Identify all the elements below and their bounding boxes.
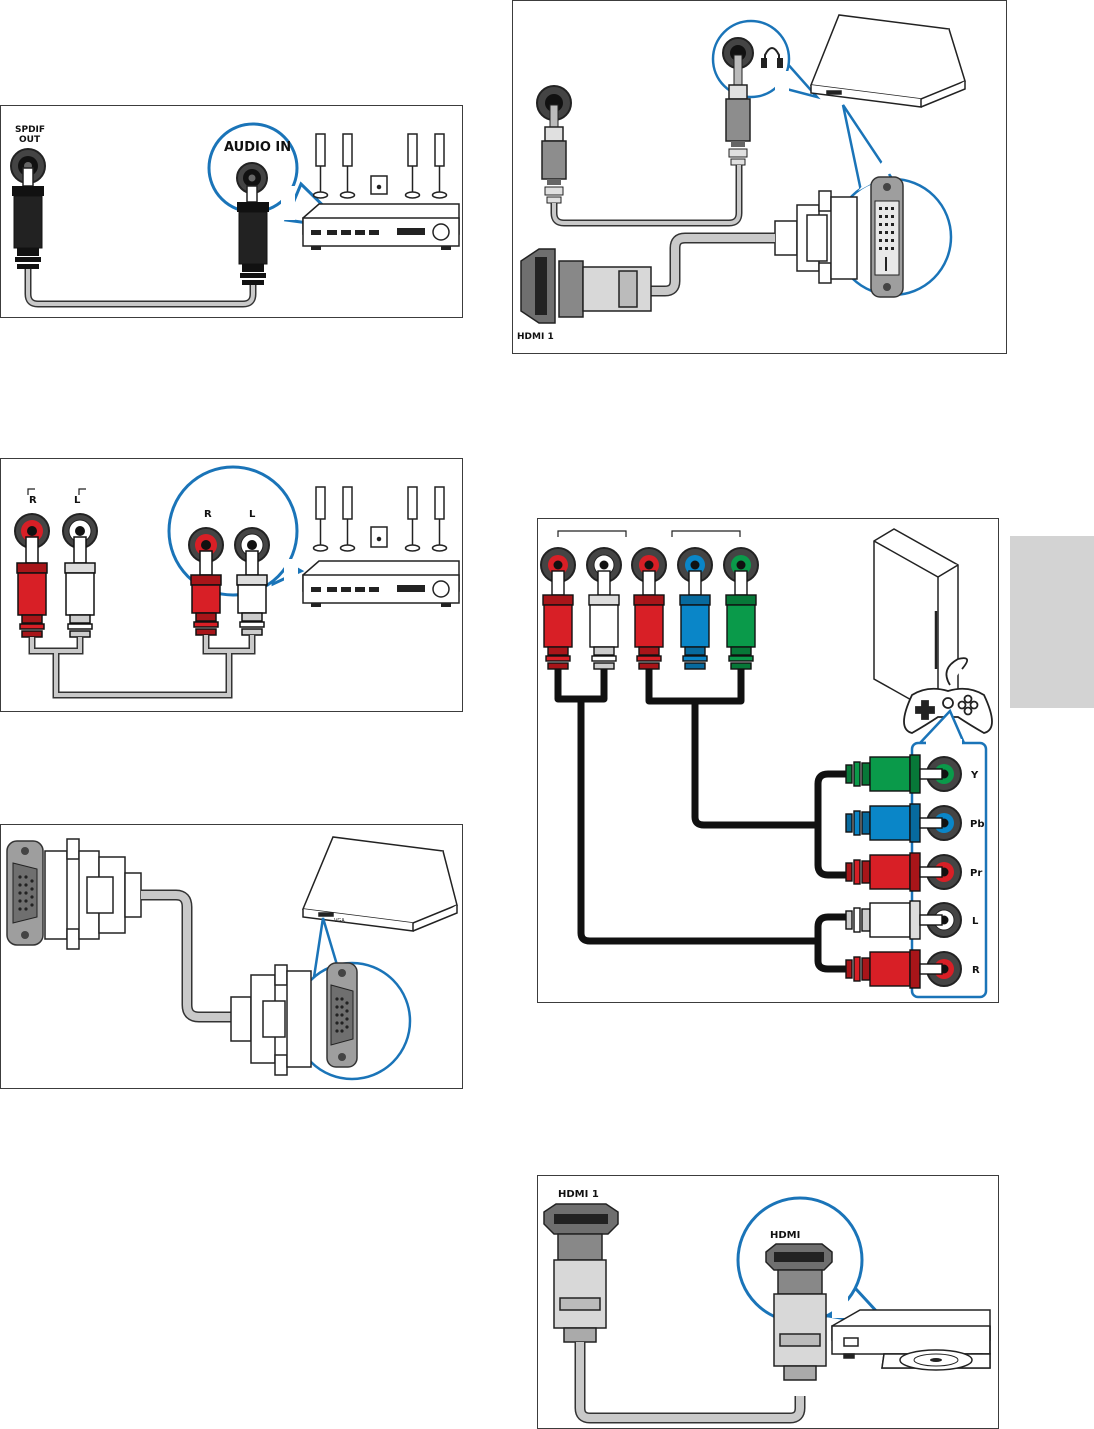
right-r-label: R	[204, 509, 212, 520]
component-cables	[554, 669, 846, 973]
hdmi-device-port	[765, 1243, 833, 1271]
spdif-cable	[24, 269, 257, 308]
headphone-jack	[722, 37, 754, 166]
dvi-plug	[774, 190, 858, 284]
spdif-plug-left	[12, 167, 44, 269]
jack-label-pb: Pb	[970, 819, 985, 830]
dvi-port	[870, 176, 904, 298]
hdmi-1-tv-port	[543, 1203, 619, 1235]
analog-audio-panel: R L R L	[0, 458, 463, 712]
jack-label-pr: Pr	[970, 868, 982, 879]
audio-in-jack-pc	[536, 85, 572, 204]
analog-audio-diagram: R L R L	[14, 465, 460, 699]
left-rca-plugs	[16, 536, 96, 638]
hdmi-plug-device	[773, 1269, 827, 1381]
component-diagram: Y Pb Pr L R	[540, 528, 993, 999]
spdif-audio-panel: SPDIF OUT AUDIO IN	[0, 105, 463, 318]
hdmi-plug-side	[558, 260, 652, 318]
hdmi-1-tv-label: HDMI 1	[558, 1189, 599, 1200]
vga-diagram: VGA	[6, 836, 458, 1081]
headphone-icon	[761, 47, 783, 68]
laptop-vga-port-label: VGA	[334, 918, 345, 924]
left-rca-jacks	[14, 513, 98, 549]
vga-port-left	[6, 840, 44, 946]
analog-in-callout	[167, 465, 305, 597]
vga-port-right	[326, 962, 358, 1068]
console-side-plugs	[845, 754, 943, 989]
vga-panel: VGA	[0, 824, 463, 1089]
left-r-label: R	[29, 495, 37, 506]
game-console	[873, 528, 959, 716]
laptop-vga	[301, 836, 458, 932]
hdmi-panel: HDMI 1 HDMI	[537, 1175, 999, 1429]
right-rca-plugs	[190, 550, 268, 636]
hdmi-diagram: HDMI 1 HDMI	[543, 1189, 991, 1424]
jack-label-r: R	[972, 965, 980, 976]
jack-label-l: L	[972, 916, 979, 927]
hdmi-1-port	[520, 248, 556, 324]
surround-speakers	[312, 133, 448, 199]
spdif-label: SPDIF	[15, 125, 45, 135]
dvi-hdmi-cable	[651, 232, 775, 297]
hdmi-device-label: HDMI	[770, 1230, 800, 1241]
top-component-plugs	[542, 570, 757, 670]
audio-in-plug	[237, 185, 269, 285]
left-l-label: L	[74, 495, 81, 506]
analog-receiver	[302, 560, 460, 607]
jack-label-y: Y	[970, 770, 979, 781]
dvi-hdmi-panel: HDMI 1	[512, 0, 1007, 354]
component-panel: Y Pb Pr L R	[537, 518, 999, 1003]
right-l-label: L	[249, 509, 256, 520]
out-label: OUT	[19, 135, 41, 145]
gamepad-icon	[903, 657, 993, 734]
audio-in-label: AUDIO IN	[224, 140, 291, 155]
hdmi-1-label: HDMI 1	[517, 332, 554, 342]
vga-plug-right	[230, 964, 312, 1076]
laptop-dvi	[809, 14, 966, 108]
hdmi-cable	[574, 1342, 806, 1424]
chapter-side-tab	[1010, 536, 1094, 708]
disc-icon	[899, 1349, 973, 1371]
hdmi-plug-tv	[553, 1233, 607, 1343]
spdif-diagram: SPDIF OUT AUDIO IN	[10, 122, 460, 308]
home-theater-receiver	[302, 203, 460, 250]
analog-speakers	[312, 486, 448, 552]
vga-plug-left	[44, 838, 142, 950]
analog-cable	[28, 635, 256, 699]
pc-audio-cable	[550, 165, 743, 227]
dvi-diagram: HDMI 1	[517, 14, 966, 342]
top-component-jacks	[540, 547, 759, 583]
